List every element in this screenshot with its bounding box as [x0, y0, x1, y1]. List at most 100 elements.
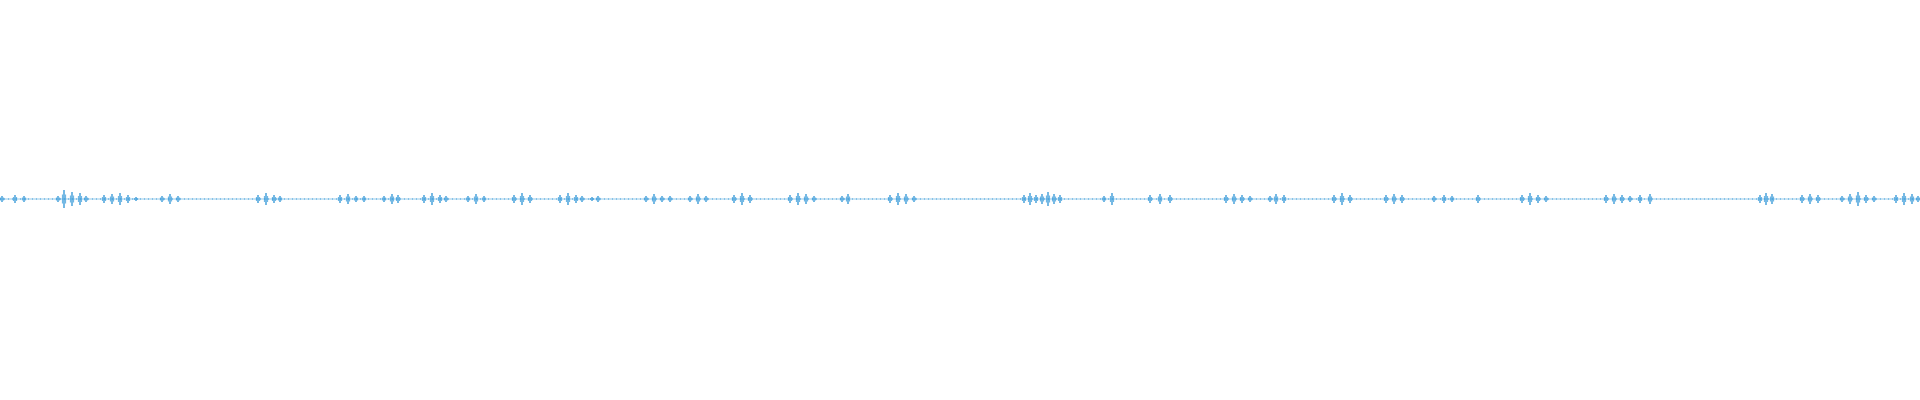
waveform-burst [1863, 195, 1869, 203]
waveform-burst [1223, 195, 1229, 203]
waveform-burst [271, 195, 277, 203]
waveform-burst [1147, 195, 1153, 203]
waveform-burst [1391, 194, 1397, 204]
waveform-burst [1799, 195, 1805, 203]
waveform-burst [167, 194, 173, 204]
waveform-burst [61, 190, 67, 208]
waveform-burst [659, 196, 665, 202]
waveform-burst [1855, 192, 1861, 206]
waveform-burst [1807, 194, 1813, 204]
waveform-burst [887, 195, 893, 203]
waveform-burst [839, 196, 845, 202]
waveform-burst [1347, 195, 1353, 203]
waveform-burst [481, 196, 487, 202]
waveform-burst [895, 193, 901, 205]
waveform-burst [1051, 194, 1057, 204]
waveform-burst [595, 196, 601, 202]
waveform-burst [1057, 195, 1063, 203]
waveform-burst [263, 193, 269, 205]
waveform-burst [255, 195, 261, 203]
waveform-burst [731, 195, 737, 203]
waveform-burst [1475, 195, 1481, 203]
waveform-burst [1339, 193, 1345, 205]
waveform-burst [1033, 195, 1039, 203]
waveform-burst [1399, 195, 1405, 203]
waveform-burst [579, 196, 585, 202]
waveform-burst [1157, 194, 1163, 204]
waveform-burst [395, 195, 401, 203]
waveform-burst [21, 196, 27, 202]
waveform-burst [1647, 194, 1653, 204]
waveform-burst [795, 193, 801, 205]
waveform-burst [1637, 195, 1643, 203]
waveform-burst [12, 195, 18, 203]
waveform-burst [381, 196, 387, 202]
waveform-burst [845, 194, 851, 204]
waveform-burst [695, 194, 701, 204]
waveform-burst [519, 193, 525, 205]
waveform-burst [1627, 196, 1633, 202]
waveform-burst [1611, 194, 1617, 204]
waveform-burst [69, 192, 75, 206]
waveform-burst [667, 196, 673, 202]
waveform-burst [1915, 196, 1920, 202]
waveform-burst [0, 196, 5, 202]
waveform-burst [1871, 196, 1877, 202]
waveform-burst [1543, 196, 1549, 202]
waveform-burst [109, 194, 115, 204]
waveform-burst [1839, 196, 1845, 202]
waveform-burst [589, 197, 595, 201]
waveform-burst [353, 196, 359, 202]
waveform-burst [811, 196, 817, 202]
waveform-burst [1519, 195, 1525, 203]
waveform-burst [1027, 193, 1033, 205]
waveform-burst [361, 196, 367, 202]
waveform-burst [437, 195, 443, 203]
waveform-burst [1527, 193, 1533, 205]
waveform-burst [429, 193, 435, 205]
waveform-burst [1619, 195, 1625, 203]
waveform-burst [1901, 193, 1907, 205]
waveform-burst [739, 193, 745, 205]
waveform-burst [1909, 194, 1915, 204]
waveform-burst [473, 194, 479, 204]
waveform-burst [277, 196, 283, 202]
waveform-burst [1239, 195, 1245, 203]
waveform-burst [687, 196, 693, 202]
waveform-burst [389, 194, 395, 204]
waveform-burst [133, 197, 139, 201]
waveform-burst [77, 193, 83, 205]
waveform-burst [101, 195, 107, 203]
waveform-burst [117, 193, 123, 205]
waveform-burst [911, 196, 917, 202]
waveform-burst [1101, 196, 1107, 202]
waveform-burst [1763, 193, 1769, 205]
waveform-burst [345, 194, 351, 204]
waveform-burst [1535, 195, 1541, 203]
waveform-burst [1441, 195, 1447, 203]
waveform-burst [1109, 193, 1115, 205]
waveform-burst [1039, 194, 1045, 204]
waveform-burst [787, 195, 793, 203]
waveform-burst [1267, 196, 1273, 202]
waveform-burst [1383, 195, 1389, 203]
waveform-burst [643, 196, 649, 202]
waveform-burst [1247, 196, 1253, 202]
waveform-burst [465, 196, 471, 202]
waveform-burst [1603, 195, 1609, 203]
waveform-burst [511, 195, 517, 203]
waveform-burst [443, 196, 449, 202]
waveform-burst [703, 196, 709, 202]
waveform-burst [1167, 195, 1173, 203]
waveform-burst [1847, 194, 1853, 204]
waveform-burst [1449, 196, 1455, 202]
waveform-burst [573, 195, 579, 203]
waveform-burst [1021, 195, 1027, 203]
waveform-burst [1273, 194, 1279, 204]
waveform-burst [1431, 196, 1437, 202]
waveform-burst [1893, 195, 1899, 203]
waveform-burst [159, 196, 165, 202]
waveform-burst [1231, 194, 1237, 204]
